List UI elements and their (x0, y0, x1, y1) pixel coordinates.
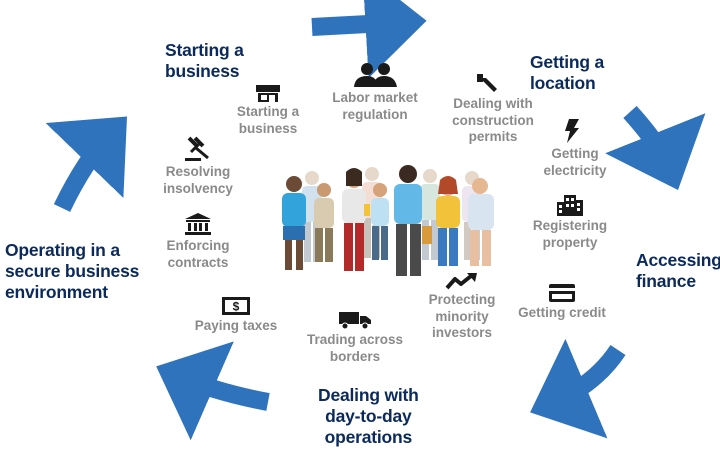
phase-secure-environment: Operating in a secure business environme… (5, 240, 140, 302)
credit-card-icon (549, 284, 575, 302)
crowd-illustration (282, 165, 494, 276)
indicator-getting-credit: Getting credit (512, 283, 612, 322)
indicator-paying-taxes: $ Paying taxes (188, 296, 284, 335)
indicator-labor-market: Labor market regulation (326, 62, 424, 123)
indicator-registering-property: Registering property (528, 194, 612, 251)
svg-text:$: $ (233, 300, 240, 314)
indicator-minority-investors: Protecting minority investors (422, 272, 502, 342)
arrow-right-upper (605, 105, 706, 191)
phase-accessing-finance: Accessing finance (636, 250, 720, 291)
buildings-icon (557, 195, 583, 216)
indicator-enforcing-contracts: Enforcing contracts (160, 212, 236, 271)
courthouse-icon (185, 213, 211, 235)
people-icon (354, 63, 397, 87)
dollar-bill-icon: $ (222, 297, 250, 315)
arrow-bottom-left (156, 341, 270, 441)
phase-starting-business: Starting a business (165, 40, 244, 81)
lightning-icon (565, 119, 579, 143)
trend-up-icon (445, 273, 477, 290)
arrow-right-lower (530, 338, 626, 439)
gavel-icon (185, 136, 209, 161)
phase-day-to-day-operations: Dealing with day-to-day operations (318, 385, 419, 447)
storefront-icon (256, 85, 280, 102)
wrench-icon (477, 74, 497, 92)
truck-icon (339, 312, 371, 330)
indicator-getting-electricity: Getting electricity (540, 118, 610, 179)
indicator-resolving-insolvency: Resolving insolvency (158, 136, 238, 197)
indicator-construction-permits: Dealing with construction permits (444, 72, 542, 146)
arrow-left (45, 116, 127, 212)
phase-getting-location: Getting a location (530, 52, 605, 93)
indicator-trading-borders: Trading across borders (302, 310, 408, 365)
arrow-top (311, 0, 427, 79)
indicator-starting-business: Starting a business (228, 84, 308, 137)
